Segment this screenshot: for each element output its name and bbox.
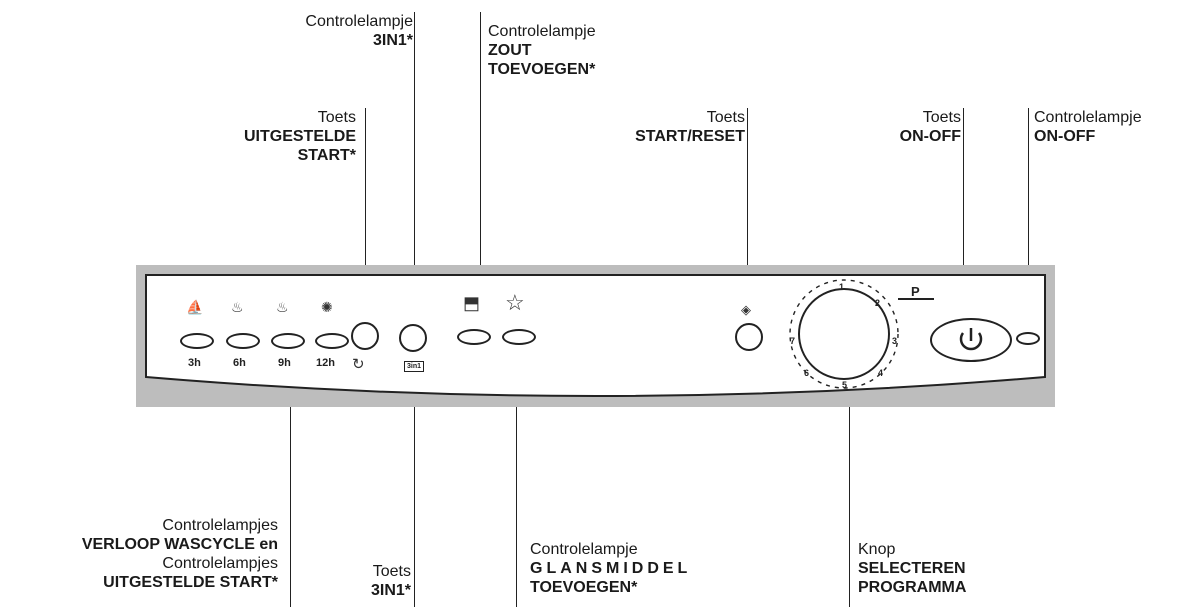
leader-line [516,344,517,607]
led-on-off [1016,332,1040,345]
leader-line [365,108,366,318]
knob-number: 6 [804,368,810,378]
hour-label: 9h [278,357,291,369]
leader-line [849,390,850,607]
wash-icon: ♨ [231,299,244,315]
p-underline [898,298,934,300]
prewash-icon: ⛵ [186,299,204,315]
label-lamp-glansmiddel: Controlelampje GLANSMIDDEL TOEVOEGEN* [530,540,691,597]
label-text: TOEVOEGEN* [530,579,638,596]
label-text: Toets [706,109,745,126]
knob-number: 3 [892,336,898,346]
dry-icon: ✺ [321,299,333,315]
label-text: Knop [858,541,896,558]
label-text: START/RESET [635,128,745,145]
hour-label: 6h [233,357,246,369]
knob-number: 1 [839,282,845,292]
label-key-uitgestelde: Toets UITGESTELDE START* [244,108,356,165]
knob-number: 4 [878,368,884,378]
p-label: P [911,284,920,299]
on-off-button[interactable] [930,318,1012,362]
3in1-button[interactable] [399,324,427,352]
label-text: Toets [922,109,961,126]
led-progress-4 [315,333,349,349]
label-key-on-off: Toets ON-OFF [900,108,961,146]
led-rinse-aid [502,329,536,345]
label-text: PROGRAMMA [858,579,967,596]
label-text: 3IN1* [372,32,413,49]
label-key-start-reset: Toets START/RESET [635,108,745,146]
label-text: Controlelampjes [162,517,278,534]
label-text: ON-OFF [899,128,961,145]
label-text: Controlelampje [305,13,413,30]
knob-number: 7 [790,336,796,346]
program-knob[interactable] [780,278,910,393]
label-text: UITGESTELDE [243,128,356,145]
label-text: Toets [372,563,411,580]
label-text: SELECTEREN [858,560,966,577]
label-text: GLANSMIDDEL [530,560,692,577]
label-text: Controlelampje [1034,109,1142,126]
leader-line [747,108,748,298]
hour-label: 3h [188,357,201,369]
label-text: Controlelampjes [162,555,278,572]
knob-number: 2 [875,298,881,308]
label-text: VERLOOP WASCYCLE en [81,536,278,553]
delayed-start-button[interactable] [351,322,379,350]
leader-line [414,12,415,324]
led-progress-3 [271,333,305,349]
label-lamp-on-off: Controlelampje ON-OFF [1034,108,1142,146]
label-key-3in1: Toets 3IN1* [371,562,411,600]
label-lamps-verloop: Controlelampjes VERLOOP WASCYCLE en Cont… [82,516,278,592]
label-text: START* [297,147,356,164]
label-text: 3IN1* [370,582,411,599]
label-text: UITGESTELDE START* [103,574,278,591]
led-progress-2 [226,333,260,349]
rinse-icon: ♨ [276,299,289,315]
label-text: Controlelampje [488,23,596,40]
knob-number: 5 [842,380,848,390]
label-text: Controlelampje [530,541,638,558]
label-lamp-3in1: Controlelampje 3IN1* [305,12,413,50]
hour-label: 12h [316,357,335,369]
label-text: ZOUT [488,42,532,59]
label-text: Toets [317,109,356,126]
label-text: ON-OFF [1034,128,1096,145]
start-reset-icon: ◈ [741,302,751,317]
power-icon [959,328,983,351]
leader-line [480,12,481,296]
led-salt [457,329,491,345]
leader-line [1028,108,1029,300]
label-text: TOEVOEGEN* [488,61,596,78]
start-reset-button[interactable] [735,323,763,351]
label-lamp-zout: Controlelampje ZOUT TOEVOEGEN* [488,22,596,79]
rinse-aid-star-icon: ☆ [505,290,525,315]
led-progress-1 [180,333,214,349]
3in1-tablet-icon: 3in1 [404,361,424,372]
delay-clock-icon: ↻ [352,356,365,373]
leader-line [963,108,964,296]
salt-icon: ⬒ [463,293,481,313]
leader-line [414,376,415,607]
leader-line [290,392,291,607]
label-knob: Knop SELECTEREN PROGRAMMA [858,540,966,597]
